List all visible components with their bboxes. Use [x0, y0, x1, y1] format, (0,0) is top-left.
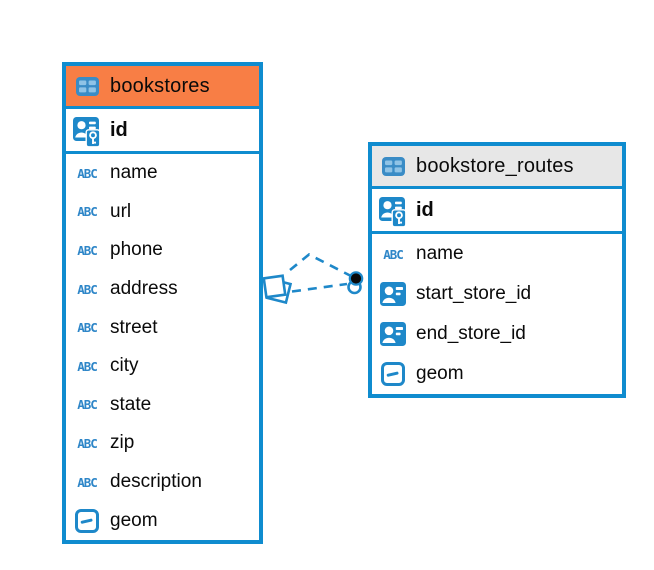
text-type-icon: ABC: [77, 242, 98, 258]
column-row-routes-id[interactable]: id: [372, 189, 622, 234]
column-name: start_store_id: [416, 283, 532, 304]
column-row-bookstores-zip[interactable]: ABC zip: [66, 424, 259, 463]
text-type-icon: ABC: [77, 204, 98, 220]
column-row-bookstores-description[interactable]: ABC description: [66, 463, 259, 502]
text-type-icon: ABC: [77, 320, 98, 336]
foreign-key-icon: [379, 322, 407, 346]
column-name: description: [110, 471, 202, 493]
column-row-bookstores-state[interactable]: ABC state: [66, 386, 259, 425]
column-name: state: [110, 393, 152, 415]
column-row-routes-start-store-id[interactable]: start_store_id: [372, 274, 622, 314]
primary-key-icon: [379, 197, 407, 228]
many-end-marker-icon: [262, 274, 293, 305]
column-name: end_store_id: [416, 323, 526, 344]
column-row-bookstores-address[interactable]: ABC address: [66, 270, 259, 309]
table-title: bookstore_routes: [416, 154, 574, 177]
column-row-routes-geom[interactable]: geom: [372, 354, 622, 394]
table-title: bookstores: [110, 74, 210, 97]
column-name: address: [110, 278, 178, 300]
text-type-icon: ABC: [77, 358, 98, 374]
column-row-bookstores-name[interactable]: ABC name: [66, 154, 259, 193]
column-name: phone: [110, 239, 163, 261]
table-icon: [379, 156, 407, 176]
relationship-line-upper[interactable]: [289, 252, 351, 277]
column-name: name: [416, 243, 464, 264]
table-header-bookstores[interactable]: bookstores: [66, 66, 259, 109]
relationship-line-lower[interactable]: [291, 282, 348, 293]
table-icon: [73, 76, 101, 96]
geometry-type-icon: [379, 362, 407, 386]
column-row-routes-end-store-id[interactable]: end_store_id: [372, 314, 622, 354]
text-type-icon: ABC: [77, 474, 98, 490]
foreign-key-icon: [379, 282, 407, 306]
one-end-marker-icon: [347, 271, 364, 295]
column-row-routes-name[interactable]: ABC name: [372, 234, 622, 274]
column-row-bookstores-phone[interactable]: ABC phone: [66, 231, 259, 270]
text-type-icon: ABC: [77, 281, 98, 297]
text-type-icon: ABC: [77, 165, 98, 181]
geometry-type-icon: [73, 508, 101, 533]
column-name: zip: [110, 432, 135, 454]
column-row-bookstores-id[interactable]: id: [66, 109, 259, 154]
column-row-bookstores-geom[interactable]: geom: [66, 501, 259, 540]
table-bookstores[interactable]: bookstores id ABC name: [62, 62, 263, 544]
text-type-icon: ABC: [77, 397, 98, 413]
column-row-bookstores-street[interactable]: ABC street: [66, 308, 259, 347]
text-type-icon: ABC: [77, 435, 98, 451]
column-name: id: [110, 118, 128, 141]
column-name: id: [416, 198, 434, 221]
column-name: name: [110, 162, 158, 184]
primary-key-icon: [73, 117, 101, 148]
column-name: geom: [416, 363, 464, 384]
text-type-icon: ABC: [383, 246, 404, 262]
table-bookstore-routes[interactable]: bookstore_routes id ABC name: [368, 142, 626, 398]
column-row-bookstores-city[interactable]: ABC city: [66, 347, 259, 386]
column-name: street: [110, 316, 158, 338]
column-row-bookstores-url[interactable]: ABC url: [66, 193, 259, 232]
column-name: geom: [110, 509, 158, 531]
table-header-bookstore-routes[interactable]: bookstore_routes: [372, 146, 622, 189]
column-name: city: [110, 355, 139, 377]
column-name: url: [110, 200, 132, 222]
